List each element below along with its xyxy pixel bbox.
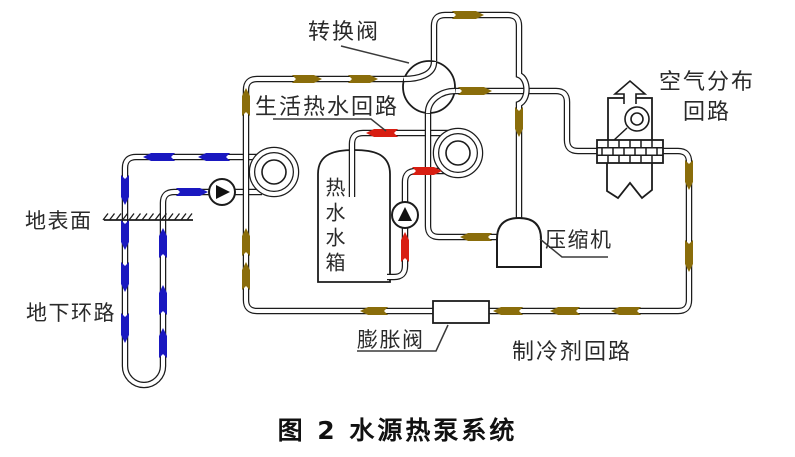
ground-surface-label: 地表面 bbox=[25, 209, 93, 233]
air-handler-unit bbox=[596, 79, 664, 200]
return-duct-zigzag bbox=[606, 163, 653, 200]
hot-water-tank-label: 热水水箱 bbox=[322, 177, 346, 277]
expansion-valve-label: 膨胀阀 bbox=[357, 328, 425, 352]
ground-heat-exchanger-coil bbox=[248, 146, 300, 198]
hot-water-heat-exchanger-coil bbox=[432, 127, 484, 179]
compressor-label: 压缩机 bbox=[545, 228, 613, 252]
air-distribution-loop-label: 空气分布 回路 bbox=[658, 70, 755, 125]
refrigerant-flow-arrows bbox=[242, 11, 693, 315]
air-up-arrow-icon bbox=[612, 79, 648, 104]
ground-water-flow-arrows bbox=[121, 153, 230, 358]
hot-water-pump-icon bbox=[391, 201, 419, 229]
underground-loop-label: 地下环路 bbox=[26, 301, 116, 325]
refrigerant-loop-label: 制冷剂回路 bbox=[512, 340, 633, 365]
ground-surface-icon bbox=[102, 213, 193, 221]
leader-lines bbox=[273, 45, 608, 352]
ground-loop-pump-icon bbox=[208, 178, 236, 206]
figure-caption: 图 2 水源热泵系统 bbox=[277, 416, 518, 445]
hot-water-flow-arrows bbox=[366, 129, 442, 262]
expansion-valve-icon bbox=[432, 300, 490, 324]
dhw-loop-label: 生活热水回路 bbox=[255, 95, 400, 120]
conversion-valve-label: 转换阀 bbox=[308, 20, 381, 45]
conversion-valve bbox=[403, 61, 455, 113]
compressor-icon bbox=[496, 216, 542, 268]
